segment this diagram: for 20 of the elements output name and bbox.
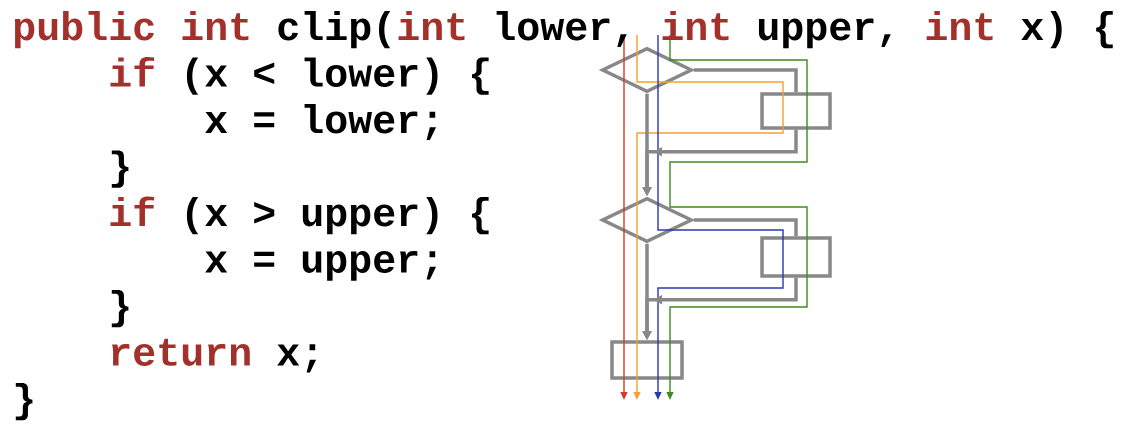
- code-line: public int clip( int lower, int upper, int x) {: [14, 11, 1113, 49]
- process-box: [760, 236, 832, 278]
- label: public int: [14, 11, 249, 49]
- code-line: x = lower;: [205, 104, 437, 141]
- label: int: [662, 11, 729, 41]
- code-line: }: [15, 383, 33, 421]
- code-line: if (x < lower) {: [110, 56, 489, 95]
- code-line: }: [111, 150, 129, 188]
- label: x) {: [1021, 11, 1113, 49]
- process-box: [610, 340, 684, 380]
- label: int: [398, 11, 465, 41]
- process-box: [760, 92, 832, 130]
- code-line: return x;: [112, 338, 317, 373]
- label: clip(: [278, 11, 391, 49]
- label: lower,: [496, 11, 627, 48]
- label: upper,: [758, 18, 891, 49]
- code-line: }: [111, 290, 129, 328]
- label: int: [926, 11, 993, 41]
- code-line: x = upper;: [205, 250, 437, 281]
- code-line: if (x > upper) {: [110, 196, 489, 235]
